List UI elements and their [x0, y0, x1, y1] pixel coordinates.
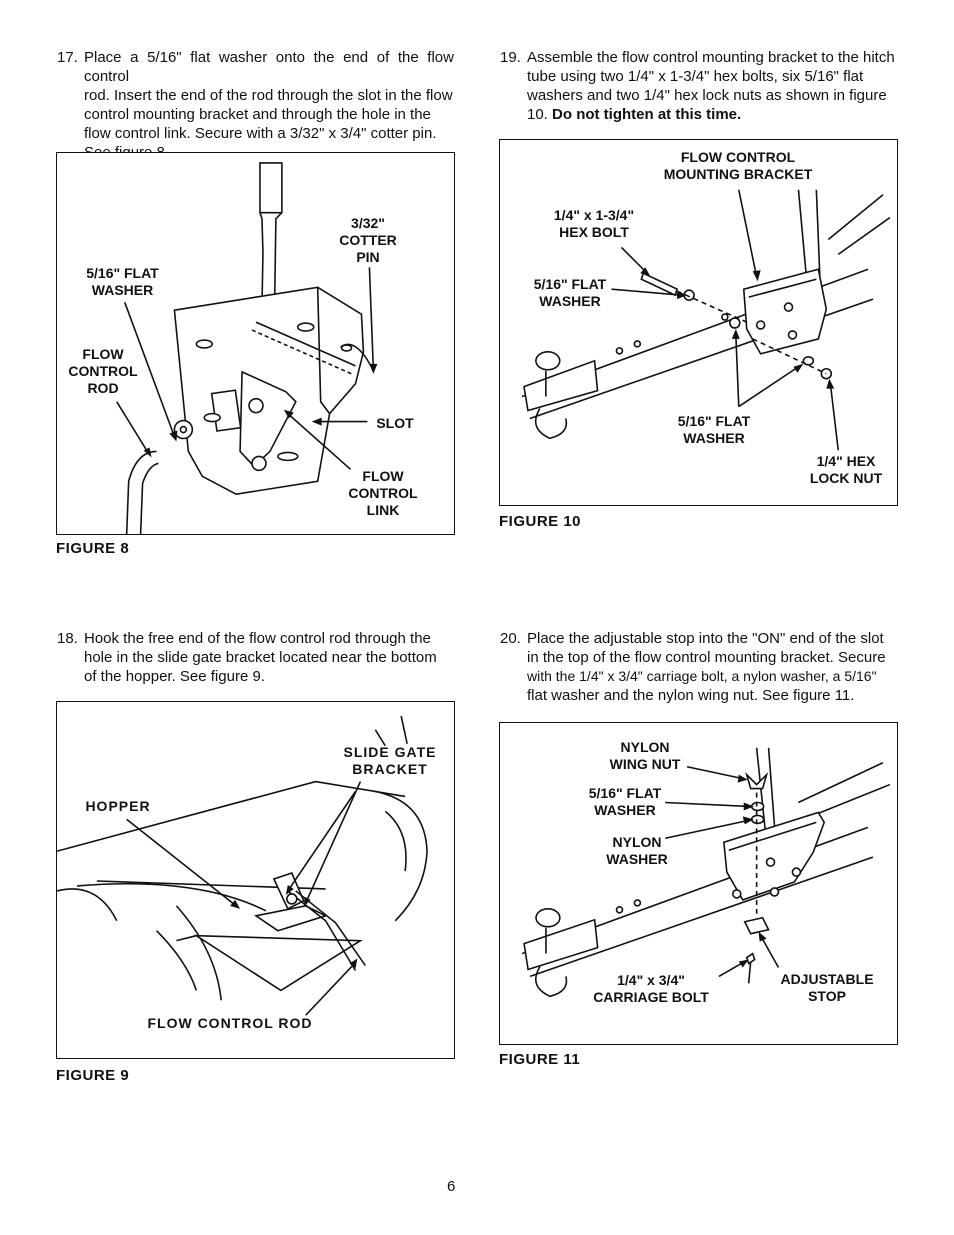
figure-10-caption: FIGURE 10: [499, 513, 582, 530]
slot-label: SLOT: [376, 415, 414, 431]
flat-washer-label-2: 5/16" FLAT WASHER: [677, 413, 751, 446]
nylon-washer-label: NYLON WASHER: [606, 834, 668, 867]
carriage-bolt-label: 1/4" x 3/4" CARRIAGE BOLT: [593, 972, 709, 1005]
text-line: hole in the slide gate bracket located n…: [84, 649, 437, 666]
text-fragment: 10.: [527, 106, 548, 123]
text-line: washers and two 1/4" hex lock nuts as sh…: [527, 87, 887, 104]
hopper-label: HOPPER: [85, 798, 151, 814]
figure-8-illustration: 3/32" COTTER PIN 5/16" FLAT WASHER FLOW …: [56, 152, 455, 535]
hex-bolt-label: 1/4" x 1-3/4" HEX BOLT: [553, 207, 635, 240]
text-line: rod. Insert the end of the rod through t…: [84, 87, 453, 104]
text-line: of the hopper. See figure 9.: [84, 668, 265, 685]
step-number: 20.: [500, 630, 521, 647]
step-text: Hook the free end of the flow control ro…: [84, 629, 454, 686]
flat-washer-label-1: 5/16" FLAT WASHER: [533, 276, 607, 309]
text-line: Assemble the flow control mounting brack…: [527, 49, 895, 66]
flat-washer-label: 5/16" FLAT WASHER: [588, 785, 662, 818]
figure-11-caption: FIGURE 11: [499, 1051, 581, 1068]
figure-9-illustration: SLIDE GATE BRACKET HOPPER FLOW CONTROL R…: [56, 701, 455, 1059]
text-line: with the 1/4" x 3/4" carriage bolt, a ny…: [527, 668, 877, 684]
text-line: Hook the free end of the flow control ro…: [84, 630, 431, 647]
flow-control-rod-label: FLOW CONTROL ROD: [147, 1015, 313, 1031]
text-line: Place a 5/16" flat washer onto the end o…: [84, 49, 454, 85]
text-line: 10. Do not tighten at this time.: [527, 105, 897, 124]
step-number: 18.: [57, 630, 78, 647]
flat-washer-label: 5/16" FLAT WASHER: [86, 265, 159, 298]
step-text: Place a 5/16" flat washer onto the end o…: [84, 48, 454, 162]
text-line: Place the adjustable stop into the "ON" …: [527, 630, 884, 647]
text-line: in the top of the flow control mounting …: [527, 649, 886, 666]
step-number: 19.: [500, 49, 521, 66]
figure-9-caption: FIGURE 9: [56, 1067, 130, 1084]
wing-nut-label: NYLON WING NUT: [609, 739, 681, 772]
mounting-bracket-label: FLOW CONTROL MOUNTING BRACKET: [663, 149, 813, 182]
adjustable-stop-label: ADJUSTABLE STOP: [780, 971, 874, 1004]
figure-8-caption: FIGURE 8: [56, 540, 130, 557]
step-text: Assemble the flow control mounting brack…: [527, 48, 897, 124]
lock-nut-label: 1/4" HEX LOCK NUT: [809, 453, 883, 486]
flow-control-link-label: FLOW CONTROL LINK: [348, 468, 418, 518]
flow-control-rod-label: FLOW CONTROL ROD: [68, 346, 138, 396]
text-line: control mounting bracket and through the…: [84, 106, 431, 123]
bold-warning: Do not tighten at this time.: [552, 106, 742, 123]
cotter-pin-label: 3/32" COTTER PIN: [339, 215, 397, 265]
step-number: 17.: [57, 49, 78, 66]
figure-10-illustration: FLOW CONTROL MOUNTING BRACKET 1/4" x 1-3…: [499, 139, 898, 506]
step-text: Place the adjustable stop into the "ON" …: [527, 629, 897, 705]
page-number: 6: [447, 1178, 456, 1195]
text-line: flow control link. Secure with a 3/32" x…: [84, 125, 437, 142]
slide-gate-bracket-label: SLIDE GATE BRACKET: [343, 744, 437, 777]
text-line: flat washer and the nylon wing nut. See …: [527, 687, 855, 704]
text-line: tube using two 1/4" x 1-3/4" hex bolts, …: [527, 68, 864, 85]
figure-11-illustration: NYLON WING NUT 5/16" FLAT WASHER NYLON W…: [499, 722, 898, 1045]
